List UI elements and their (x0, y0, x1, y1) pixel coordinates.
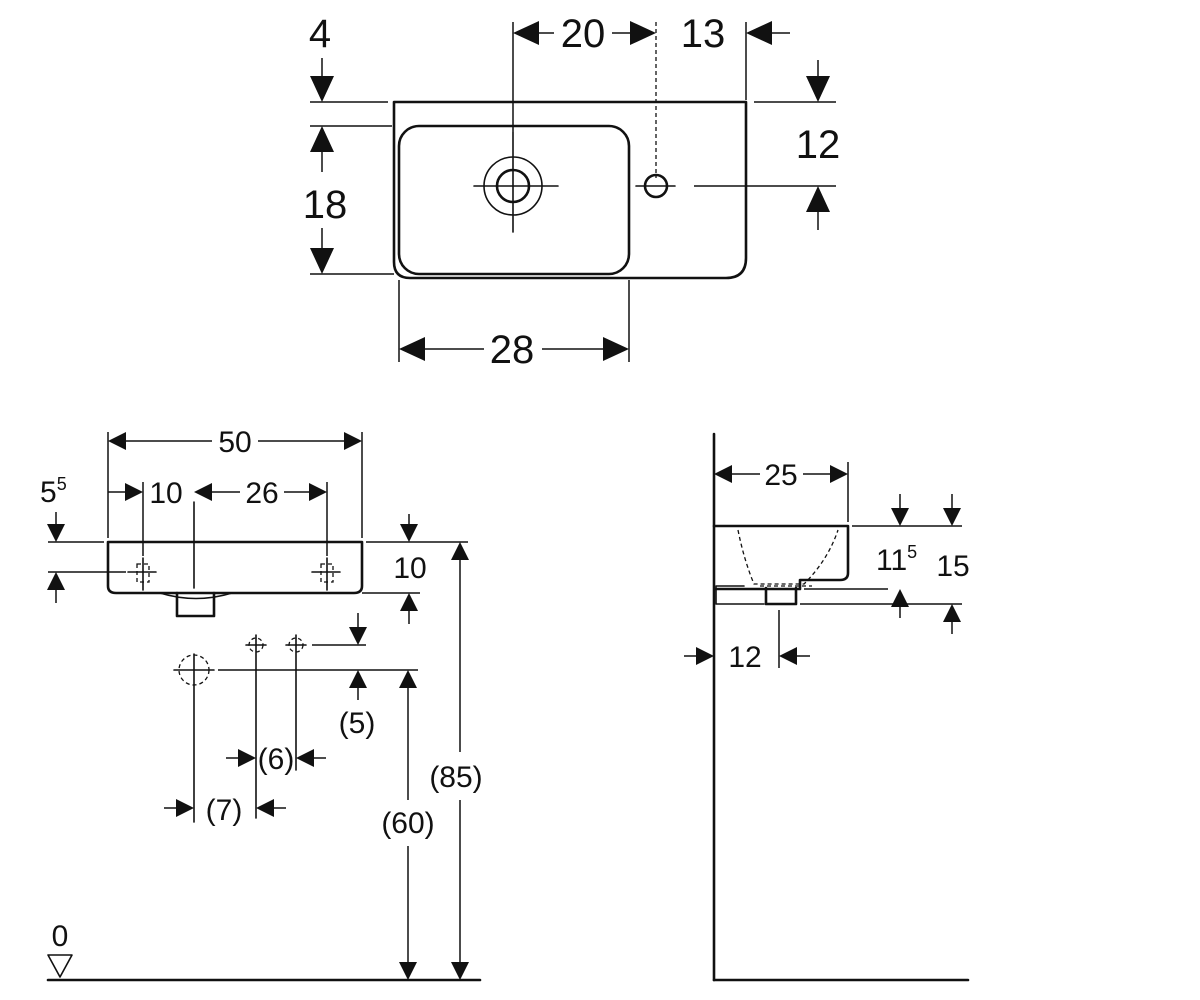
dim-label-18: 18 (303, 183, 348, 227)
dim-label-10-offset: 10 (149, 477, 182, 510)
dim-label-6-paren: (6) (258, 743, 295, 776)
fixing-bolt-right (311, 557, 341, 591)
basin-front-outline (106, 540, 364, 595)
dim-label-5-paren: (5) (339, 707, 376, 740)
dim-label-26: 26 (245, 477, 278, 510)
dim-label-20: 20 (561, 12, 606, 56)
top-view: 20 13 4 18 12 28 (303, 12, 841, 372)
dim-label-25: 25 (764, 459, 797, 492)
dim-label-28: 28 (490, 328, 535, 372)
floor-level-marker-icon (47, 954, 73, 978)
dim-label-12-side: 12 (728, 641, 761, 674)
dim-label-13: 13 (681, 12, 726, 56)
floor-level-label: 0 (52, 920, 69, 953)
dim-label-7-paren: (7) (206, 794, 243, 827)
waste-connection-symbol (173, 653, 215, 823)
dim-label-15: 15 (936, 550, 969, 583)
supply-connection-left (245, 634, 267, 819)
overflow-hole (635, 22, 676, 199)
fixing-bolt-left (127, 557, 157, 591)
side-view: 25 115 15 12 (684, 432, 970, 982)
waste-outlet (175, 591, 216, 618)
dim-label-10-height: 10 (393, 552, 426, 585)
dim-label-4: 4 (309, 12, 331, 56)
dim-label-60-paren: (60) (381, 807, 434, 840)
dim-label-5-5: 55 (40, 474, 67, 509)
bowl-outline (397, 124, 631, 276)
dim-label-85-paren: (85) (429, 761, 482, 794)
supply-connection-right (285, 634, 307, 771)
tap-hole (473, 132, 559, 233)
dim-label-50: 50 (218, 426, 251, 459)
dim-label-11-5: 115 (876, 542, 917, 577)
basin-side-outline (712, 524, 850, 591)
front-view: 50 55 10 26 10 (5) (6) (40, 426, 483, 982)
dim-label-12: 12 (796, 123, 841, 167)
bowl-inner-hidden-line (737, 529, 839, 585)
basin-outer-outline (392, 100, 748, 280)
